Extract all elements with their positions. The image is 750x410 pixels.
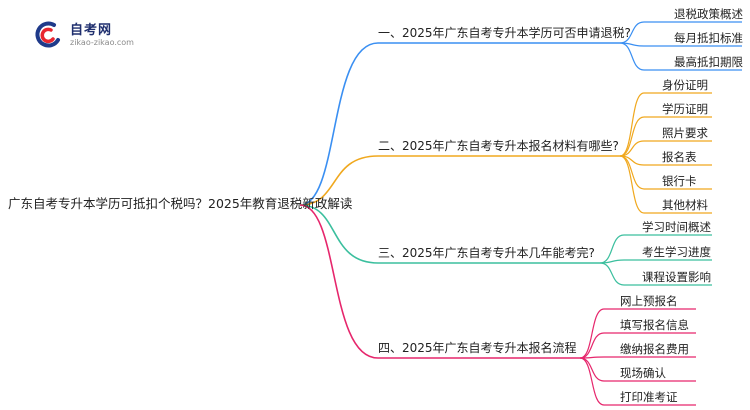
branch-4-leaf-3: 缴纳报名费用 (620, 342, 689, 356)
branch-2-leaf-2-connector (619, 116, 645, 157)
logo-subtitle: zikao-zikao.com (70, 38, 134, 47)
branch-3-connector (299, 204, 379, 264)
branch-3-leaf-2: 考生学习进度 (642, 245, 711, 259)
branch-4-label: 四、2025年广东自考专升本报名流程 (378, 341, 577, 355)
branch-1-leaf-1-connector (619, 21, 645, 44)
branch-3-leaf-1-connector (599, 234, 625, 264)
branch-3-leaf-1: 学习时间概述 (642, 220, 711, 234)
branch-4-leaf-5-connector (579, 357, 605, 406)
branch-2-leaf-4: 报名表 (662, 150, 697, 164)
root-topic: 广东自考专升本学历可抵扣个税吗？2025年教育退税新政解读 (8, 196, 353, 211)
branch-2-leaf-1: 身份证明 (662, 78, 708, 92)
branch-2-leaf-5: 银行卡 (662, 174, 697, 188)
branch-4-leaf-2: 填写报名信息 (620, 318, 689, 332)
branch-2-leaf-2: 学历证明 (662, 102, 708, 116)
branch-1-leaf-3-connector (619, 42, 645, 71)
site-logo: 自考网 zikao-zikao.com (30, 18, 140, 58)
branch-4-leaf-1: 网上预报名 (620, 294, 678, 308)
logo-title: 自考网 (70, 23, 113, 38)
logo-emblem-icon (35, 21, 60, 48)
branch-2-leaf-3: 照片要求 (662, 126, 708, 140)
branch-2-leaf-3-connector (619, 140, 645, 157)
branch-4-leaf-1-connector (579, 308, 605, 359)
branch-2-leaf-6-connector (619, 155, 645, 214)
branch-4-leaf-4-connector (579, 357, 605, 382)
branch-3-leaf-3-connector (599, 262, 625, 286)
branch-2-connector (299, 155, 379, 206)
branch-1-label: 一、2025年广东自考专升本学历可否申请退税? (378, 26, 631, 40)
branch-3-leaf-3: 课程设置影响 (642, 270, 711, 284)
branch-1-leaf-2: 每月抵扣标准 (674, 31, 743, 45)
branch-1-leaf-1: 退税政策概述 (674, 7, 743, 21)
branch-4-leaf-4: 现场确认 (620, 366, 666, 380)
branch-3-leaf-2-connector (599, 259, 625, 264)
branch-4-connector (299, 204, 379, 359)
branch-3-label: 三、2025年广东自考专升本几年能考完? (378, 246, 595, 260)
branch-4-leaf-2-connector (579, 332, 605, 359)
branch-1-leaf-3: 最高抵扣期限 (674, 55, 743, 69)
branch-2-leaf-1-connector (619, 92, 645, 157)
branch-4-leaf-5: 打印准考证 (620, 390, 678, 404)
branch-1-connector (299, 42, 379, 206)
branch-2-leaf-6: 其他材料 (662, 198, 708, 212)
branch-2-label: 二、2025年广东自考专升本报名材料有哪些? (378, 139, 619, 153)
